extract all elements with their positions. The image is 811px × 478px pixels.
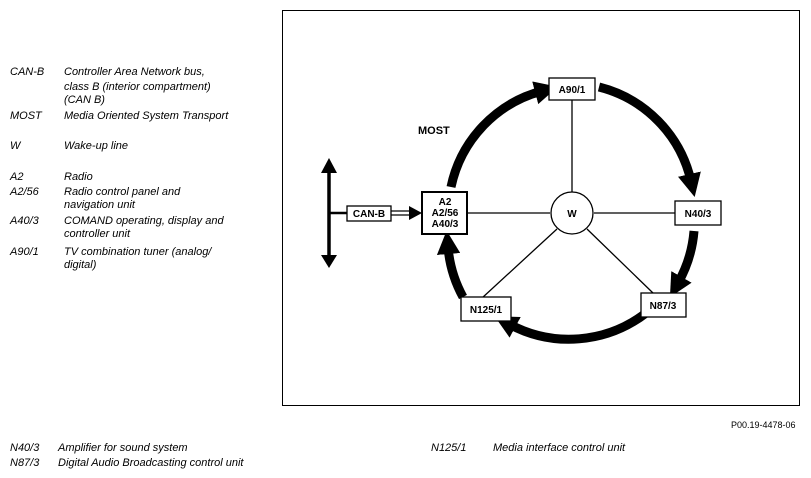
legend-item-a90-1: A90/1 TV combination tuner (analog/ digi… [10,246,280,274]
diagram-frame: W A90/1 N40/3 N87/3 N125/1 A2 A2/56 A40/… [282,10,800,406]
node-a90-1 [548,77,596,101]
legend-desc: Digital Audio Broadcasting control unit [58,457,243,470]
legend-item-a2: A2 Radio [10,171,280,185]
legend-abbr: N87/3 [10,457,40,469]
legend-desc: Radio [64,171,93,184]
legend-desc-line: Media interface control unit [493,442,626,454]
legend-desc-line: navigation unit [64,199,135,211]
legend-desc: Media interface control unit [493,442,625,455]
can-b-box [346,205,392,222]
legend-item-a40-3: A40/3 COMAND operating, display and cont… [10,215,280,243]
node-head-unit [421,191,468,235]
wake-up-hub-label: W [567,209,577,220]
legend-item-a2-56: A2/56 Radio control panel and navigation… [10,186,280,214]
legend-abbr: N125/1 [431,442,467,454]
legend-desc-line: digital) [64,259,97,271]
legend-abbr: MOST [10,110,42,122]
legend-desc-line: Media Oriented System Transport [64,110,229,122]
legend-desc-line: Wake-up line [64,140,128,152]
can-b-bus [321,158,347,268]
most-ring-label: MOST [418,125,450,137]
legend-desc-line: Radio [64,171,93,183]
legend-abbr: A90/1 [10,246,39,258]
node-n40-3 [674,200,722,226]
legend-desc-line: TV combination tuner (analog/ [64,246,212,258]
node-head-unit-line-3: A40/3 [432,219,459,230]
can-b-bus-arrow-up [321,158,337,173]
wake-up-hub [550,191,594,235]
figure-id: P00.19-4478-06 [731,420,796,430]
wake-up-line-n125 [481,228,558,299]
legend-desc: Controller Area Network bus, class B (in… [64,66,211,107]
legend-desc-line: Digital Audio Broadcasting control unit [58,457,244,469]
node-head-unit-line-1: A2 [439,197,452,208]
node-n87-3-label: N87/3 [650,301,677,312]
wake-up-line-n87 [586,228,654,294]
can-b-box-label: CAN-B [353,209,385,220]
can-b-connector [391,206,422,220]
legend-item-most: MOST Media Oriented System Transport [10,110,280,124]
legend-item-can-b: CAN-B Controller Area Network bus, class… [10,66,280,106]
wake-up-lines [467,100,675,299]
legend-desc-line: COMAND operating, display and [64,215,224,227]
most-ring-arc-n40-to-n87 [669,230,699,298]
legend-desc-line: class B (interior compartment) [64,81,211,93]
can-b-connector-arrow [409,206,422,220]
legend-desc-line: Controller Area Network bus, [64,66,205,78]
legend-item-w: W Wake-up line [10,140,280,154]
most-ring-arc-headunit-to-a90 [446,81,558,188]
most-ring [436,81,701,344]
legend-desc: Wake-up line [64,140,128,153]
legend-desc: Amplifier for sound system [58,442,188,455]
legend-item-n87-3: N87/3 Digital Audio Broadcasting control… [10,457,290,471]
legend-abbr: A40/3 [10,215,39,227]
legend-desc-line: controller unit [64,228,131,240]
legend-desc: COMAND operating, display and controller… [64,215,224,241]
node-a90-1-label: A90/1 [559,85,586,96]
legend-item-n40-3: N40/3 Amplifier for sound system [10,442,290,456]
legend-abbr: CAN-B [10,66,45,78]
legend-desc: Radio control panel and navigation unit [64,186,180,212]
legend-item-n125-1: N125/1 Media interface control unit [431,442,691,456]
legend-abbr: N40/3 [10,442,40,454]
legend-desc-line: Radio control panel and [64,186,181,198]
legend-abbr: A2 [10,171,24,183]
most-ring-arc-a90-to-n40 [597,82,701,197]
node-n125-1 [460,296,512,322]
legend-desc: TV combination tuner (analog/ digital) [64,246,211,272]
node-n40-3-label: N40/3 [685,209,712,220]
most-ring-arc-n125-to-headunit [436,230,467,300]
legend-desc: Media Oriented System Transport [64,110,228,123]
node-n87-3 [640,292,687,318]
legend-desc-line: (CAN B) [64,94,105,106]
node-head-unit-line-2: A2/56 [432,208,459,219]
node-n125-1-label: N125/1 [470,305,503,316]
can-b-bus-arrow-down [321,255,337,268]
legend-desc-line: Amplifier for sound system [58,442,188,454]
most-network-diagram: W A90/1 N40/3 N87/3 N125/1 A2 A2/56 A40/… [321,77,722,344]
legend-abbr: A2/56 [10,186,39,198]
most-ring-arc-n87-to-n125 [494,309,649,344]
legend-abbr: W [10,140,21,152]
